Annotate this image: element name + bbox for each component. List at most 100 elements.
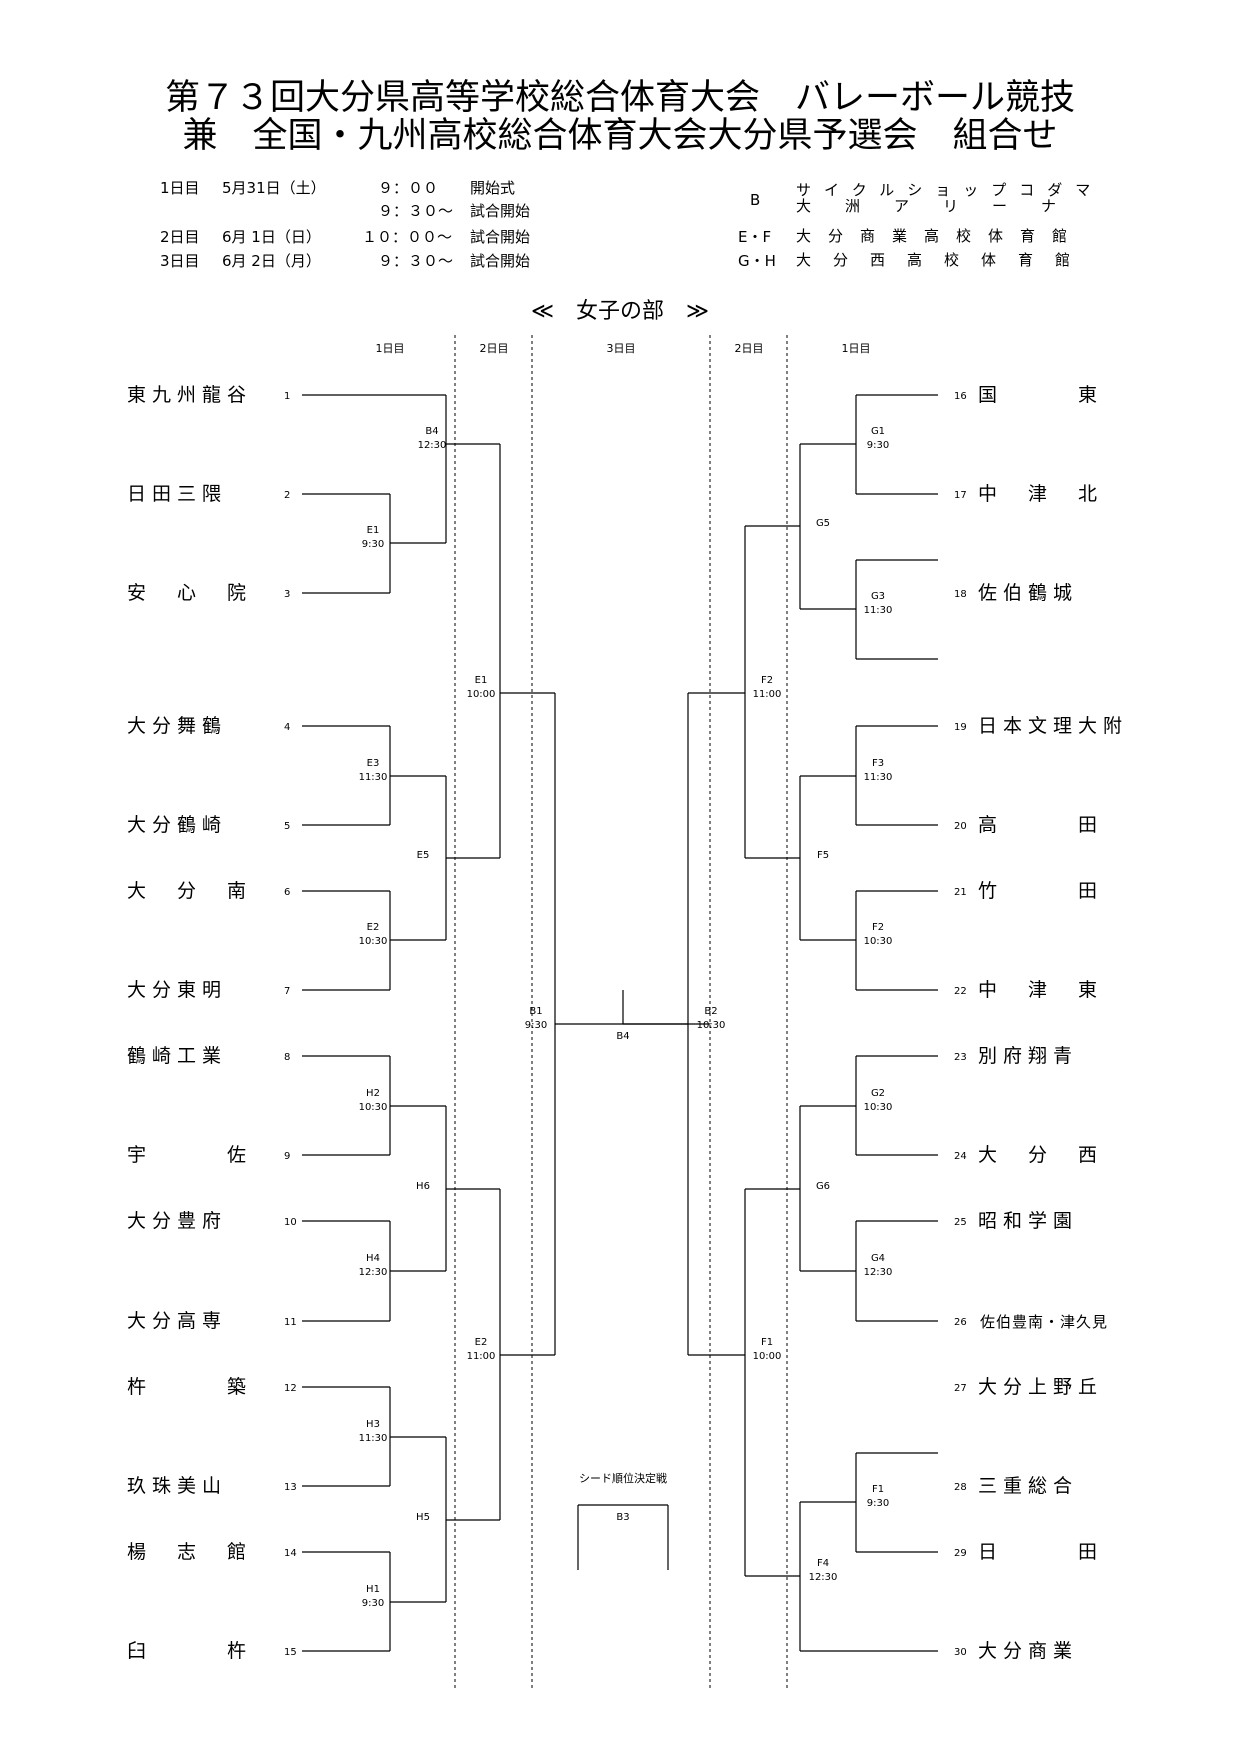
match-time: 10:30 — [359, 1102, 388, 1113]
venue-name: 大洲アリーナ — [796, 197, 1091, 215]
match-time: 12:30 — [418, 440, 447, 451]
seed-number: 16 — [954, 391, 967, 402]
match-time: 11:00 — [753, 689, 782, 700]
seed-number: 12 — [284, 1383, 297, 1394]
match-time: 12:30 — [809, 1572, 838, 1583]
seed-number: 2 — [284, 490, 290, 501]
match-code: G5 — [816, 518, 830, 529]
column-header: 2日目 — [480, 342, 509, 355]
team-name-left: 玖珠美山 — [127, 1475, 227, 1497]
match-code: G3 — [871, 591, 885, 602]
team-name-right: 佐伯鶴城 — [978, 582, 1078, 604]
match-time: 12:30 — [359, 1267, 388, 1278]
schedule-event: 開始式 — [470, 179, 516, 197]
venue-name: 大分商業高校体育館 — [796, 227, 1085, 245]
match-code: F1 — [761, 1337, 773, 1348]
team-name-left: 大分東明 — [127, 979, 227, 1001]
seed-number: 28 — [954, 1482, 967, 1493]
seed-number: 24 — [954, 1151, 967, 1162]
team-name-left: 臼 杵 — [127, 1640, 252, 1662]
match-time: 10:00 — [467, 689, 496, 700]
match-code: B4 — [616, 1031, 629, 1042]
seed-number: 18 — [954, 589, 967, 600]
match-code: E1 — [475, 675, 488, 686]
seed-match-code: B3 — [616, 1512, 629, 1523]
seed-number: 10 — [284, 1217, 297, 1228]
team-name-left: 東九州龍谷 — [127, 384, 252, 406]
seed-number: 26 — [954, 1317, 967, 1328]
match-code: F5 — [817, 850, 829, 861]
column-header: 1日目 — [376, 342, 405, 355]
match-time: 11:30 — [864, 605, 893, 616]
seed-number: 29 — [954, 1548, 967, 1559]
venue-code: G・H — [738, 252, 776, 270]
match-code: B1 — [529, 1006, 542, 1017]
match-code: H4 — [366, 1253, 380, 1264]
seed-number: 3 — [284, 589, 290, 600]
venue-code: E・F — [738, 228, 772, 246]
venue-name: サイクルショップコダマ — [796, 181, 1104, 199]
match-code: G4 — [871, 1253, 885, 1264]
team-name-left: 大分高専 — [127, 1310, 227, 1332]
team-name-right: 中 津 北 — [978, 483, 1103, 505]
column-header: 2日目 — [735, 342, 764, 355]
seed-number: 30 — [954, 1647, 967, 1658]
column-header: 1日目 — [842, 342, 871, 355]
schedule-time: ９：３０～ — [378, 252, 454, 270]
section-title: ≪ 女子の部 ≫ — [530, 299, 710, 324]
team-name-right: 高 田 — [978, 814, 1103, 836]
column-header: 3日目 — [607, 342, 636, 355]
seed-number: 6 — [284, 887, 290, 898]
seed-number: 20 — [954, 821, 967, 832]
match-time: 10:30 — [864, 1102, 893, 1113]
match-code: B2 — [704, 1006, 717, 1017]
team-name-left: 鶴崎工業 — [127, 1045, 227, 1067]
schedule-day: 2日目 — [160, 228, 200, 246]
match-time: 9:30 — [525, 1020, 547, 1031]
schedule-time: １０：００～ — [362, 228, 453, 246]
schedule-date: 6月 2日（月） — [222, 252, 321, 270]
match-code: H5 — [416, 1512, 430, 1523]
team-name-left: 安 心 院 — [127, 582, 252, 604]
match-time: 11:00 — [467, 1351, 496, 1362]
schedule-event: 試合開始 — [470, 252, 531, 270]
team-name-left: 大分豊府 — [127, 1210, 227, 1232]
title-line-1: 第７３回大分県高等学校総合体育大会 バレーボール競技 — [164, 78, 1075, 118]
match-time: 11:30 — [359, 1433, 388, 1444]
match-time: 10:30 — [864, 936, 893, 947]
seed-number: 1 — [284, 391, 290, 402]
seed-number: 13 — [284, 1482, 297, 1493]
match-code: E2 — [475, 1337, 488, 1348]
seed-number: 4 — [284, 722, 290, 733]
match-code: F2 — [872, 922, 884, 933]
match-code: F4 — [817, 1558, 829, 1569]
team-name-right: 別府翔青 — [978, 1045, 1078, 1067]
team-name-left: 宇 佐 — [127, 1144, 252, 1166]
match-code: H1 — [366, 1584, 380, 1595]
match-code: E2 — [367, 922, 380, 933]
seed-number: 8 — [284, 1052, 290, 1063]
team-name-right: 佐伯豊南・津久見 — [980, 1313, 1108, 1331]
match-time: 12:30 — [864, 1267, 893, 1278]
team-name-left: 楊 志 館 — [127, 1541, 252, 1563]
schedule-time: ９：３０～ — [378, 202, 454, 220]
seed-number: 5 — [284, 821, 290, 832]
match-time: 10:00 — [753, 1351, 782, 1362]
match-code: F3 — [872, 758, 884, 769]
seed-number: 15 — [284, 1647, 297, 1658]
match-code: G6 — [816, 1181, 830, 1192]
schedule-date: 6月 1日（日） — [222, 228, 321, 246]
team-name-left: 大 分 南 — [127, 880, 252, 902]
venue-name: 大分西高校体育館 — [796, 251, 1093, 269]
match-code: F2 — [761, 675, 773, 686]
seed-match-title: シード順位決定戦 — [579, 1471, 667, 1485]
team-name-right: 大分上野丘 — [978, 1376, 1103, 1398]
schedule-day: 3日目 — [160, 252, 200, 270]
match-time: 9:30 — [362, 1598, 384, 1609]
match-code: E5 — [417, 850, 430, 861]
seed-number: 19 — [954, 722, 967, 733]
venue-code: B — [750, 191, 761, 209]
schedule-date: 5月31日（土） — [222, 179, 326, 197]
match-code: E3 — [367, 758, 380, 769]
match-time: 11:30 — [359, 772, 388, 783]
